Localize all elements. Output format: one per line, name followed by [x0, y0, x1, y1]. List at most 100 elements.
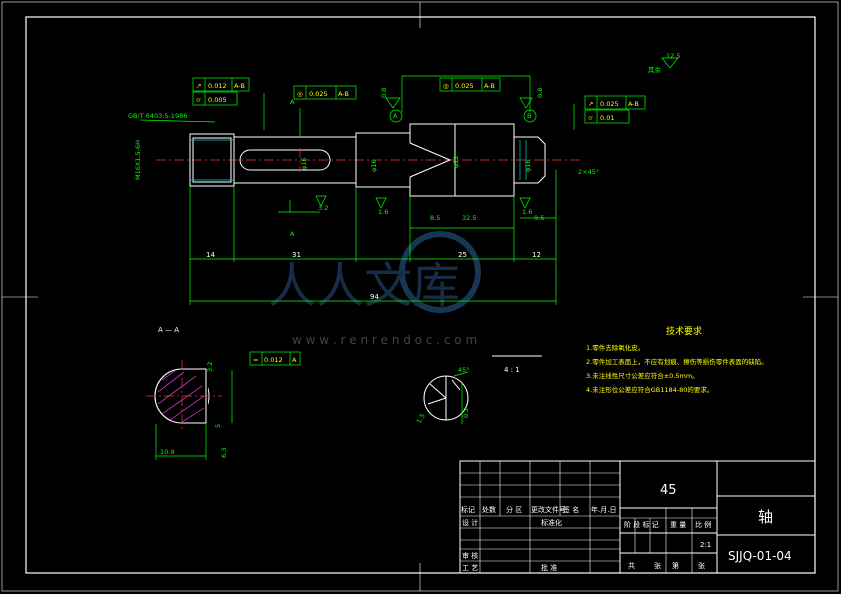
rough-1-6-b: 1.6 [522, 208, 532, 216]
tb-h-count: 处数 [482, 505, 496, 514]
tech-item-1: 1.零件去除氧化皮。 [586, 343, 644, 352]
fcf-3-symbol: ◎ [297, 90, 303, 98]
watermark-url: w w w . r e n r e n d o c . c o m [292, 333, 477, 347]
dim-0-2: 0.2 [462, 408, 470, 418]
tb-h-std: 标准化 [541, 518, 562, 527]
tb-h-mark: 标记 [461, 505, 475, 514]
fcf-4-symbol: ◎ [443, 82, 449, 90]
fcf-7-datum: A [292, 356, 297, 364]
fcf-2: ⌭ 0.005 [192, 91, 238, 106]
gb-standard-label: GB/T 6403.5-1986 [128, 112, 187, 120]
fcf-4: ◎ 0.025 A-B [439, 77, 501, 92]
fcf-1-symbol: ↗ [196, 82, 201, 90]
tb-h-zone: 分 区 [506, 505, 522, 514]
fcf-3-value: 0.025 [309, 90, 328, 98]
fcf-3-datum: A-B [338, 90, 349, 98]
section-view [146, 360, 233, 460]
dim-1-5: 1.5 [415, 412, 427, 425]
tb-h-weight: 重 量 [670, 521, 686, 529]
rough-6-3: 6.3 [220, 448, 228, 458]
dim-8-5: 8.5 [430, 214, 440, 222]
title-block [459, 460, 816, 574]
fcf-1: ↗ 0.012 A-B [192, 77, 250, 92]
fcf-7-value: 0.012 [264, 356, 283, 364]
thread-label: M16X1.5-6H [134, 140, 142, 180]
fcf-5-value: 0.025 [600, 100, 619, 108]
tech-item-2: 2.零件加工表面上，不应有划痕、擦伤等损伤零件表面的缺陷。 [586, 357, 768, 366]
tb-h-doc: 更改文件号 [531, 505, 566, 514]
watermark: 人人文库 w w w . r e n r e n d o c . c o m [268, 231, 481, 347]
dim-14: 14 [206, 251, 215, 259]
tb-part-name: 轴 [758, 508, 773, 526]
dim-phi16-b: φ16 [300, 157, 308, 170]
rough-1-6-a: 1.6 [378, 208, 388, 216]
fcf-5-datum: A-B [628, 100, 639, 108]
dim-9-5: 9.5 [534, 214, 544, 222]
watermark-text: 人人文库 [268, 258, 460, 314]
fcf-5: ↗ 0.025 A-B [584, 95, 646, 110]
dim-phi16-a: φ16 [370, 159, 378, 172]
tb-h-page2: 张 [698, 561, 705, 570]
tb-h-design: 设 计 [462, 518, 478, 527]
fcf-6-symbol: ⌭ [588, 114, 593, 122]
inner-frame [25, 16, 816, 574]
datum-b-label: B [527, 112, 531, 120]
dim-94: 94 [370, 293, 379, 301]
tech-item-3: 3.未注线性尺寸公差应符合±0.5mm。 [586, 371, 699, 380]
tb-h-date: 年.月.日 [591, 505, 616, 514]
fcf-2-symbol: ⌭ [196, 96, 201, 104]
section-ref-a: A [290, 230, 295, 238]
dim-12: 12 [532, 251, 541, 259]
tb-h-sheet: 张 [654, 561, 661, 570]
tb-h-ratio: 比 例 [695, 520, 711, 529]
tb-scale: 2:1 [700, 541, 711, 549]
fcf-4-datum: A-B [484, 82, 495, 90]
tb-h-sign: 签 名 [563, 505, 579, 514]
detail-view [423, 371, 469, 424]
fcf-4-value: 0.025 [455, 82, 474, 90]
dim-32-5: 32.5 [462, 214, 476, 222]
tb-h-approve: 批 准 [541, 563, 557, 572]
fcf-3: ◎ 0.025 A-B [293, 85, 357, 100]
dim-5: 5 [214, 424, 222, 428]
chamfer-note: 2×45° [578, 168, 599, 176]
dim-25: 25 [458, 251, 467, 259]
tb-h-process: 工 艺 [462, 564, 478, 572]
dim-phi16-c: φ16 [524, 159, 532, 172]
rough-0-8-b: 0.8 [536, 88, 544, 98]
fcf-2-value: 0.005 [208, 96, 227, 104]
datum-a-label: A [393, 112, 398, 120]
rough-3-2: 3.2 [318, 204, 328, 212]
datum-symbols [315, 57, 679, 209]
dim-31: 31 [292, 251, 301, 259]
fcf-6: ⌭ 0.01 [584, 109, 630, 124]
rough-3-2-section: 3.2 [206, 362, 214, 372]
fcf-7: = 0.012 A [249, 351, 301, 366]
detail-scale: 4 : 1 [504, 366, 520, 374]
rough-0-8-a: 0.8 [380, 88, 388, 98]
roughness-note-suffix: 其余 [648, 65, 662, 74]
tb-h-total: 共 [628, 561, 635, 570]
fcf-6-value: 0.01 [600, 114, 614, 122]
dim-phi22: φ22 [452, 155, 460, 168]
tb-h-page: 第 [672, 561, 679, 570]
tb-material: 45 [660, 483, 677, 498]
dim-10-9: 10.9 [160, 448, 174, 456]
thread-lines [190, 139, 527, 181]
tech-item-4: 4.未注形位公差应符合GB1184-80的要求。 [586, 385, 713, 394]
roughness-note: 12.5 [666, 52, 680, 60]
fcf-5-symbol: ↗ [588, 100, 593, 108]
dim-45deg: 45° [458, 366, 470, 374]
tb-drawing-no: SJJQ-01-04 [728, 549, 792, 563]
fcf-7-symbol: = [253, 356, 258, 364]
tb-h-stage: 阶 段 标 记 [624, 520, 659, 529]
section-cut-a: A [290, 98, 295, 106]
shaft-outline [189, 123, 546, 197]
section-title: A — A [158, 326, 179, 334]
fcf-1-value: 0.012 [208, 82, 227, 90]
tech-title: 技术要求 [666, 325, 702, 337]
fcf-1-datum: A-B [234, 82, 245, 90]
dimension-lines [139, 75, 575, 305]
